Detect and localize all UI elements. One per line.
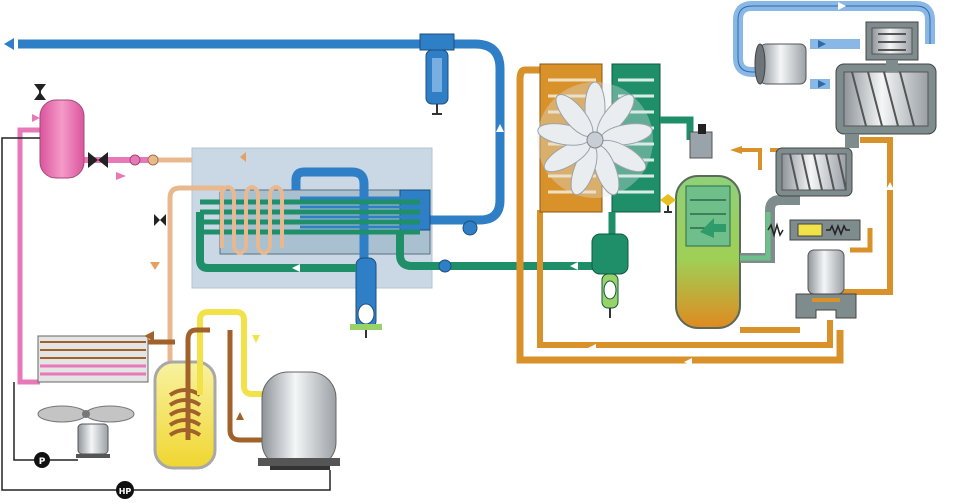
oil-loop-outer <box>516 66 844 364</box>
high-pressure-switch-label: HP <box>119 487 132 496</box>
flow-arrow-icon <box>684 358 692 366</box>
liquid-line-outer <box>17 127 40 385</box>
dryer-air-pipe <box>291 167 369 262</box>
air-filter-icon <box>754 43 807 85</box>
flow-arrow-icon <box>818 40 826 48</box>
heat-exchanger-tubes-blue <box>300 196 410 229</box>
high-pressure-switch: HP <box>116 481 134 499</box>
valve-icon <box>88 152 108 168</box>
water-separator <box>350 257 382 338</box>
thermostatic-valve <box>789 219 861 241</box>
valve-icon <box>462 220 478 236</box>
expansion-valve <box>147 154 159 166</box>
flow-arrow-icon <box>818 80 826 88</box>
oil-filter <box>795 249 857 319</box>
oil-loop-inner <box>537 210 833 348</box>
pressure-switch: P <box>34 452 50 468</box>
motor-icon <box>76 423 110 458</box>
flow-arrow-icon <box>150 262 160 270</box>
flow-arrow-icon <box>588 344 596 352</box>
suction-accumulator <box>153 360 217 470</box>
liquid-receiver <box>34 84 85 179</box>
compressor-discharge <box>185 327 265 443</box>
valve-icon <box>438 259 452 273</box>
flow-arrow-icon <box>886 182 894 190</box>
outlet-arrow-icon <box>4 38 14 50</box>
flow-arrow-icon <box>240 152 246 162</box>
fan-icon <box>37 405 135 423</box>
discharge-casing <box>740 195 800 263</box>
moisture-separator <box>591 233 629 318</box>
screw-rotor-icon <box>775 147 853 197</box>
refrigerant-coil-bends <box>220 185 284 255</box>
filter-icon <box>419 33 455 115</box>
flow-arrow-icon <box>116 172 126 180</box>
spring-icon <box>767 222 784 238</box>
oil-to-compressor <box>740 137 893 333</box>
pressure-switch-label: P <box>39 457 46 467</box>
drain-icon <box>660 194 676 206</box>
oil-return-line <box>850 228 873 253</box>
flow-arrow-icon <box>236 412 244 420</box>
control-wire-p <box>13 382 78 461</box>
refrigerant-coil <box>220 192 284 248</box>
air-intake-outline <box>737 5 931 73</box>
flow-arrow-icon <box>144 331 154 341</box>
heat-exchanger-tubes <box>200 199 420 235</box>
flow-arrow-icon <box>252 335 260 343</box>
condenser-coil <box>37 335 149 383</box>
minimum-pressure-valve <box>689 124 713 159</box>
refrigerant-gas-line <box>197 309 265 397</box>
flow-arrow-icon <box>32 114 40 122</box>
fan-icon <box>537 81 653 198</box>
flow-arrow-icon <box>496 124 504 132</box>
control-wire <box>1 137 331 491</box>
compressed-air-outlet-pipe <box>18 39 505 225</box>
flow-arrow-icon <box>570 262 578 270</box>
discharge-green <box>740 212 771 261</box>
flow-arrow-icon <box>838 2 846 10</box>
valve-icon <box>154 214 166 226</box>
screw-rotor-icon <box>835 63 937 135</box>
flow-arrow-icon <box>292 264 300 272</box>
green-air-line-bottom <box>196 212 356 272</box>
green-air-line-to-separator <box>396 230 600 270</box>
intake-valve <box>865 21 919 61</box>
oil-separator-vessel <box>675 175 741 329</box>
flow-arrow-icon <box>730 146 742 154</box>
sight-glass <box>129 154 141 166</box>
compressor-icon <box>258 371 340 470</box>
refrigerant-suction-line <box>167 185 225 372</box>
